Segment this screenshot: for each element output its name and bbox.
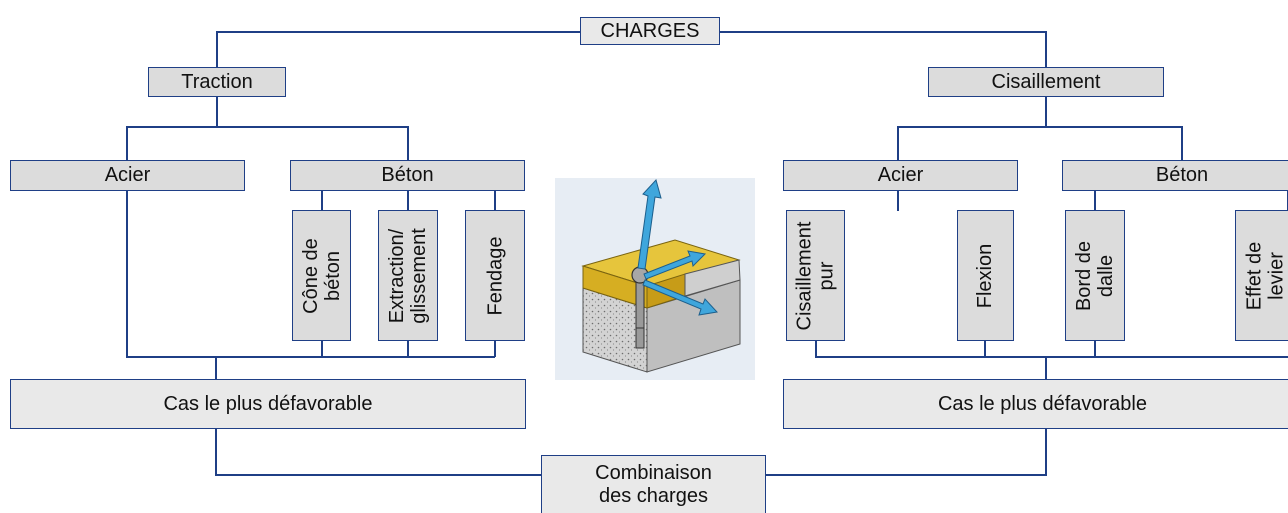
- combination-box: Combinaison des charges: [541, 455, 766, 513]
- right-worst-case-label: Cas le plus défavorable: [937, 392, 1147, 415]
- extraction-box: Extraction/ glissement: [378, 210, 438, 341]
- traction-steel-box: Acier: [10, 160, 245, 191]
- traction-box: Traction: [148, 67, 286, 97]
- fendage-label: Fendage: [484, 236, 506, 315]
- extraction-label: Extraction/ glissement: [386, 227, 431, 324]
- left-worst-case-label: Cas le plus défavorable: [163, 392, 373, 415]
- anchor-illustration: [555, 178, 755, 380]
- flexion-label: Flexion: [974, 243, 997, 308]
- shear-steel-box: Acier: [783, 160, 1018, 191]
- cisaillement-pur-box: Cisaillement pur: [786, 210, 845, 341]
- charges-label: CHARGES: [600, 19, 700, 42]
- cisaillement-pur-label: Cisaillement pur: [793, 221, 838, 330]
- bord-de-dalle-label: Bord de dalle: [1073, 240, 1117, 311]
- bord-de-dalle-box: Bord de dalle: [1065, 210, 1125, 341]
- anchor-load-drawing: [581, 179, 741, 373]
- traction-steel-label: Acier: [104, 164, 151, 186]
- effet-de-levier-label: Effet de levier: [1243, 241, 1288, 310]
- cone-beton-box: Cône de béton: [292, 210, 351, 341]
- flexion-box: Flexion: [957, 210, 1014, 341]
- shear-concrete-label: Béton: [1155, 164, 1209, 186]
- left-worst-case-box: Cas le plus défavorable: [10, 379, 526, 429]
- shear-steel-label: Acier: [877, 164, 924, 186]
- combination-label: Combinaison des charges: [595, 462, 712, 507]
- effet-de-levier-box: Effet de levier: [1235, 210, 1288, 341]
- right-worst-case-box: Cas le plus défavorable: [783, 379, 1288, 429]
- cone-beton-label: Cône de béton: [299, 237, 344, 314]
- traction-concrete-label: Béton: [381, 164, 434, 186]
- cisaillement-label: Cisaillement: [991, 70, 1101, 93]
- traction-concrete-box: Béton: [290, 160, 525, 191]
- fendage-box: Fendage: [465, 210, 525, 341]
- shear-concrete-box: Béton: [1062, 160, 1288, 191]
- charges-box: CHARGES: [580, 17, 720, 45]
- traction-label: Traction: [181, 70, 253, 93]
- cisaillement-box: Cisaillement: [928, 67, 1164, 97]
